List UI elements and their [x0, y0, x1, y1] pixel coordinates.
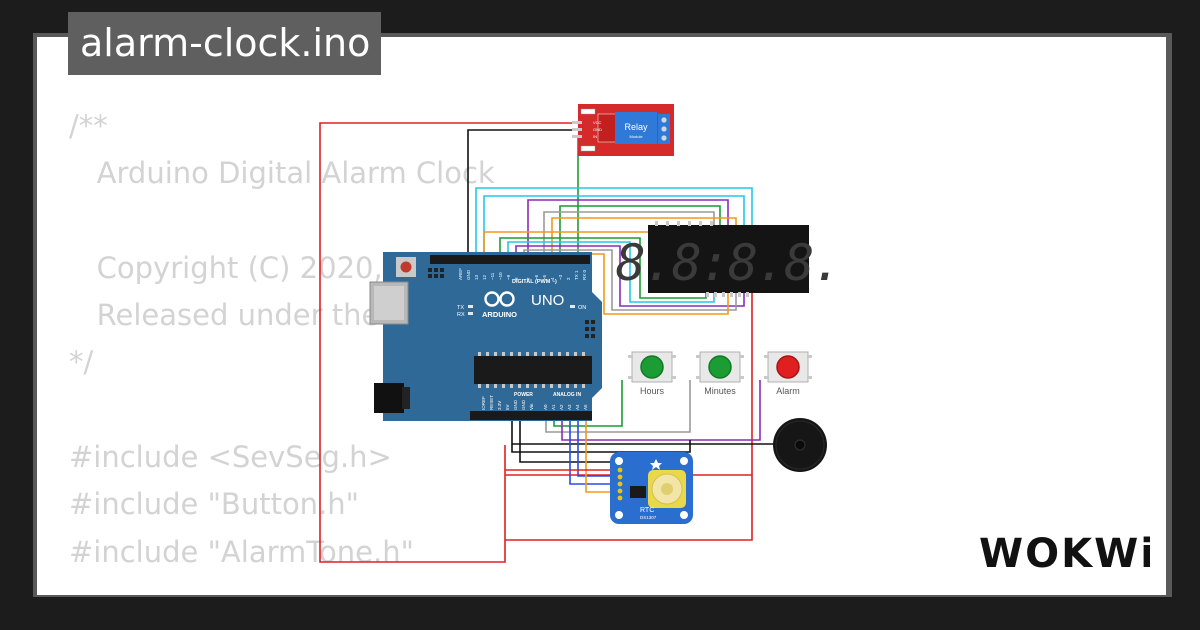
pin-label: ~5: [542, 274, 547, 280]
rtc-label: RTC: [640, 507, 654, 514]
arduino-on-label: ON: [578, 305, 586, 311]
pin-label: 7: [526, 277, 531, 280]
button-hours-label: Hours: [640, 386, 665, 396]
pin-label: RX 0: [582, 269, 587, 280]
arduino-top-pin-labels: AREF GND 13 12 ~11 ~10 ~9 8 7 ~6 ~5 4 ~3…: [458, 268, 587, 280]
relay-pin-vcc: VCC: [593, 120, 602, 125]
wire-purple-1[interactable]: [527, 199, 729, 262]
rtc-module[interactable]: RTC DS1307: [610, 452, 693, 524]
pin-label: 5V: [505, 404, 510, 410]
code-line: */: [69, 345, 94, 380]
pin-label: 13: [474, 274, 479, 280]
wire-cyan-3[interactable]: [507, 241, 715, 303]
wire-orange-1[interactable]: [551, 217, 737, 262]
pin-label: A5: [583, 404, 588, 410]
button-hours[interactable]: Hours: [628, 351, 676, 396]
display-digits: 8.8:8.8.: [616, 234, 841, 292]
wires: [319, 122, 800, 563]
pin-label: AREF: [458, 268, 463, 280]
wire-gray-btn[interactable]: [545, 380, 691, 433]
arduino-logo: [484, 291, 515, 307]
project-title[interactable]: alarm-clock.ino: [68, 12, 381, 75]
relay-pin-in: IN: [593, 134, 597, 139]
pin-label: A4: [575, 404, 580, 410]
seven-segment-display[interactable]: 8.8:8.8.: [616, 221, 842, 297]
code-line: #include <SevSeg.h>: [69, 440, 392, 475]
wire-orange-rtc[interactable]: [585, 420, 616, 493]
wire-purple-2[interactable]: [515, 245, 745, 307]
wire-blue-sda[interactable]: [569, 420, 616, 485]
wire-cyan-1[interactable]: [475, 187, 753, 262]
relay-module[interactable]: Relay Module VCC GND IN: [572, 104, 674, 156]
pin-label: 2: [566, 277, 571, 280]
button-alarm-label: Alarm: [776, 386, 800, 396]
pin-label: 3.3V: [497, 401, 502, 410]
arduino-bottom-pin-labels: IOREF RESET 3.3V 5V GND GND Vin A0 A1 A2…: [481, 395, 588, 410]
pin-label: TX 1: [574, 270, 579, 280]
arduino-brand: ARDUINO: [482, 310, 517, 319]
wire-gray-1[interactable]: [543, 211, 715, 262]
pin-label: ~11: [490, 272, 495, 280]
arduino-digital-header: DIGITAL (PWM ~): [512, 279, 557, 285]
arduino-uno[interactable]: UNO ARDUINO DIGITAL (PWM ~) POWER ANALOG…: [369, 252, 602, 421]
pin-label: A3: [567, 404, 572, 410]
relay-pin-gnd: GND: [593, 127, 602, 132]
code-line: /**: [69, 109, 108, 143]
pin-label: ~9: [506, 274, 511, 280]
pin-label: IOREF: [481, 396, 486, 410]
buzzer[interactable]: [773, 418, 827, 472]
pin-label: ~6: [534, 274, 539, 280]
arduino-tx-label: TX: [457, 305, 464, 311]
pin-label: 4: [550, 277, 555, 280]
arduino-board-name: UNO: [531, 292, 564, 309]
wire-purple-btn[interactable]: [561, 380, 761, 441]
pin-label: GND: [521, 399, 526, 410]
pin-label: GND: [513, 399, 518, 410]
code-line: #include "Button.h": [69, 487, 359, 522]
pin-label: ~10: [498, 272, 503, 280]
button-minutes[interactable]: Minutes: [696, 351, 744, 396]
code-line: Arduino Digital Alarm Clock: [69, 156, 495, 191]
button-alarm[interactable]: Alarm: [764, 351, 812, 396]
pin-label: A1: [551, 404, 556, 410]
wire-cyan-2[interactable]: [483, 195, 745, 262]
pin-label: 8: [514, 277, 519, 280]
wire-blue-scl[interactable]: [577, 420, 616, 477]
wire-green-1[interactable]: [559, 205, 721, 262]
pin-label: Vin: [529, 403, 534, 410]
pin-label: RESET: [489, 395, 494, 410]
arduino-power-header: POWER: [514, 392, 533, 398]
relay-sub-label: Module: [629, 134, 643, 139]
code-line: #include "AlarmTone.h": [69, 534, 414, 569]
arduino-analog-header: ANALOG IN: [553, 392, 581, 398]
wokwi-logo: WOKWi: [979, 531, 1150, 577]
wire-red-relay-vcc[interactable]: [319, 122, 578, 563]
wire-green-btn[interactable]: [553, 380, 623, 427]
pin-label: 12: [482, 274, 487, 280]
wire-black-relay-gnd[interactable]: [467, 129, 578, 262]
wire-black-gnd-2[interactable]: [519, 420, 616, 463]
pin-label: A2: [559, 404, 564, 410]
wokwi-logo-text: WOKWi: [979, 531, 1150, 577]
pin-label: GND: [466, 269, 471, 280]
rtc-chip-label: DS1307: [640, 515, 657, 520]
pin-label: A0: [543, 404, 548, 410]
button-minutes-label: Minutes: [704, 386, 736, 396]
arduino-rx-label: RX: [457, 312, 465, 318]
pin-label: ~3: [558, 274, 563, 280]
wire-black-gnd-3[interactable]: [511, 440, 691, 453]
relay-label: Relay: [624, 122, 648, 132]
